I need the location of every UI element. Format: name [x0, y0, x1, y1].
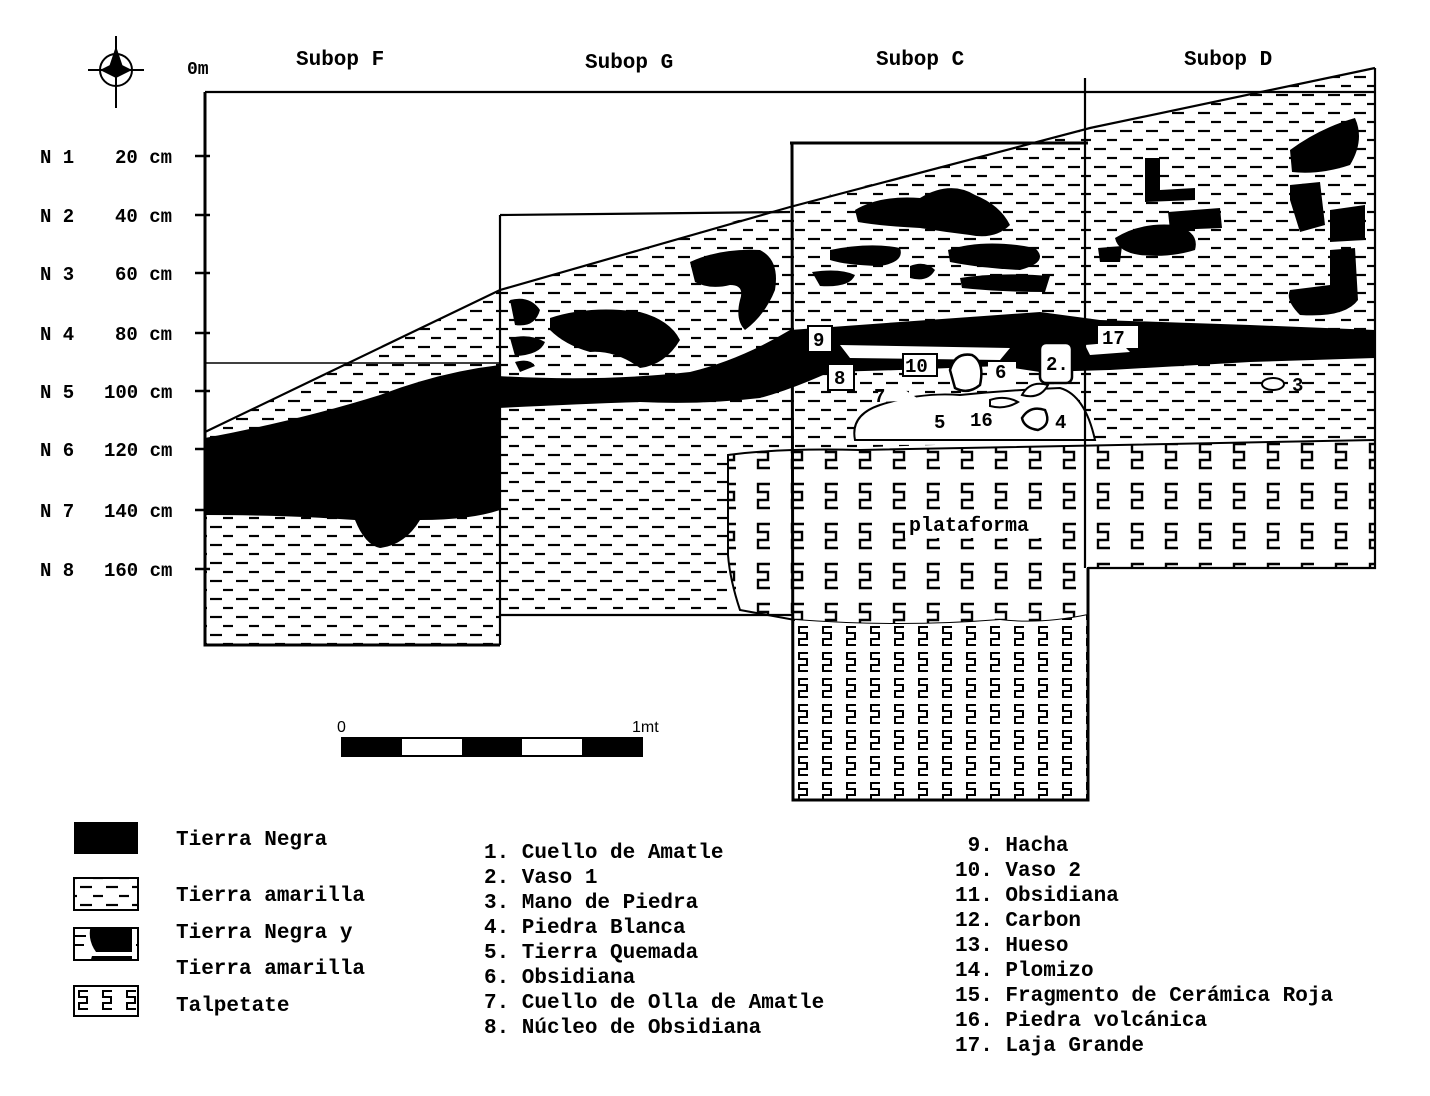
feature-label-1: 1	[1016, 338, 1027, 360]
compass-north-icon	[88, 36, 144, 108]
level-depth: 120 cm	[104, 440, 172, 462]
legend-swatches	[73, 822, 139, 1017]
legend-item: 1. Cuello de Amatle	[484, 842, 723, 865]
legend-material-labels: Tierra Negra Tierra amarilla Tierra Negr…	[176, 829, 365, 1018]
subop-c-outline	[790, 141, 1090, 802]
surface-line	[204, 66, 1376, 433]
level-depth: 160 cm	[104, 560, 172, 582]
header-subop-f: Subop F	[296, 49, 384, 72]
tierra-negra-blob-d1	[1290, 118, 1359, 173]
level-name: N 1	[40, 147, 74, 169]
tierra-negra-swatch	[74, 822, 138, 854]
level-depth: 60 cm	[115, 264, 172, 286]
feature-label-9: 9	[813, 330, 824, 352]
legend-item: 8. Núcleo de Obsidiana	[484, 1017, 762, 1040]
subop-d-outline	[1083, 68, 1377, 570]
zero-label: 0m	[187, 60, 209, 80]
scale-end-label: 1mt	[632, 719, 659, 736]
mixed-swatch	[73, 927, 139, 961]
level-depth: 100 cm	[104, 382, 172, 404]
legend-item: 11. Obsidiana	[955, 885, 1119, 908]
scale-bar: 0 1mt	[337, 719, 659, 757]
feature-label-16: 16	[970, 410, 993, 432]
feature-label-6: 6	[995, 362, 1006, 384]
legend-item: 9. Hacha	[955, 835, 1069, 858]
legend-item: 3. Mano de Piedra	[484, 892, 699, 915]
legend-item: 4. Piedra Blanca	[484, 917, 686, 940]
level-name: N 3	[40, 264, 74, 286]
level-labels: N 1 20 cm N 2 40 cm N 3 60 cm N 4 80 cm …	[40, 147, 172, 582]
subop-g-outline	[498, 210, 793, 645]
tierra-negra-blob-c1	[855, 188, 1010, 237]
legend-talpetate: Talpetate	[176, 995, 289, 1018]
legend-items: 1. Cuello de Amatle 2. Vaso 1 3. Mano de…	[484, 835, 1333, 1058]
header-subop-g: Subop G	[585, 52, 673, 75]
level-depth: 20 cm	[115, 147, 172, 169]
plataforma-label: plataforma	[909, 515, 1029, 538]
legend-mixed-2: Tierra amarilla	[176, 958, 365, 981]
legend-tierra-negra: Tierra Negra	[176, 829, 328, 852]
legend-item: 5. Tierra Quemada	[484, 942, 699, 965]
talpetate-lower-pit	[793, 615, 1088, 800]
legend-item: 10. Vaso 2	[955, 860, 1081, 883]
level-name: N 4	[40, 324, 74, 346]
feature-label-3: 3	[1292, 375, 1303, 397]
talpetate-swatch	[73, 985, 139, 1017]
profile-section: 9 8 10 7 6 1 2. 17 3 5 16 4 plataforma	[195, 66, 1377, 802]
level-name: N 7	[40, 501, 74, 523]
legend-item: 14. Plomizo	[955, 960, 1094, 983]
tierra-negra-blob-g1	[690, 249, 776, 330]
legend-item: 15. Fragmento de Cerámica Roja	[955, 985, 1333, 1008]
legend-item: 16. Piedra volcánica	[955, 1010, 1207, 1033]
legend-item: 2. Vaso 1	[484, 867, 597, 890]
legend-item: 7. Cuello de Olla de Amatle	[484, 992, 824, 1015]
level-name: N 5	[40, 382, 74, 404]
legend-mixed-1: Tierra Negra y	[176, 922, 353, 945]
feature-label-5: 5	[934, 412, 945, 434]
tierra-negra-blob-g2	[550, 309, 680, 368]
legend-tierra-amarilla: Tierra amarilla	[176, 885, 365, 908]
feature-objects	[807, 325, 1285, 432]
level-name: N 2	[40, 206, 74, 228]
legend-item: 6. Obsidiana	[484, 967, 636, 990]
feature-label-4: 4	[1055, 412, 1066, 434]
legend-item: 13. Hueso	[955, 935, 1068, 958]
legend-item: 17. Laja Grande	[955, 1035, 1144, 1058]
level-depth: 80 cm	[115, 324, 172, 346]
feature-label-17: 17	[1102, 328, 1125, 350]
feature-label-7: 7	[874, 386, 885, 408]
level-name: N 8	[40, 560, 74, 582]
scale-start-label: 0	[337, 719, 346, 736]
tierra-negra-band-left	[205, 365, 500, 548]
tierra-amarilla-swatch	[73, 877, 139, 911]
feature-label-8: 8	[834, 368, 845, 390]
feature-label-2: 2.	[1046, 354, 1069, 376]
level-depth: 40 cm	[115, 206, 172, 228]
header-subop-c: Subop C	[876, 49, 965, 72]
level-depth: 140 cm	[104, 501, 172, 523]
header-subop-d: Subop D	[1184, 49, 1272, 72]
feature-label-10: 10	[905, 356, 928, 378]
legend-item: 12. Carbon	[955, 910, 1081, 933]
level-name: N 6	[40, 440, 74, 462]
subop-f-outline	[203, 92, 500, 647]
